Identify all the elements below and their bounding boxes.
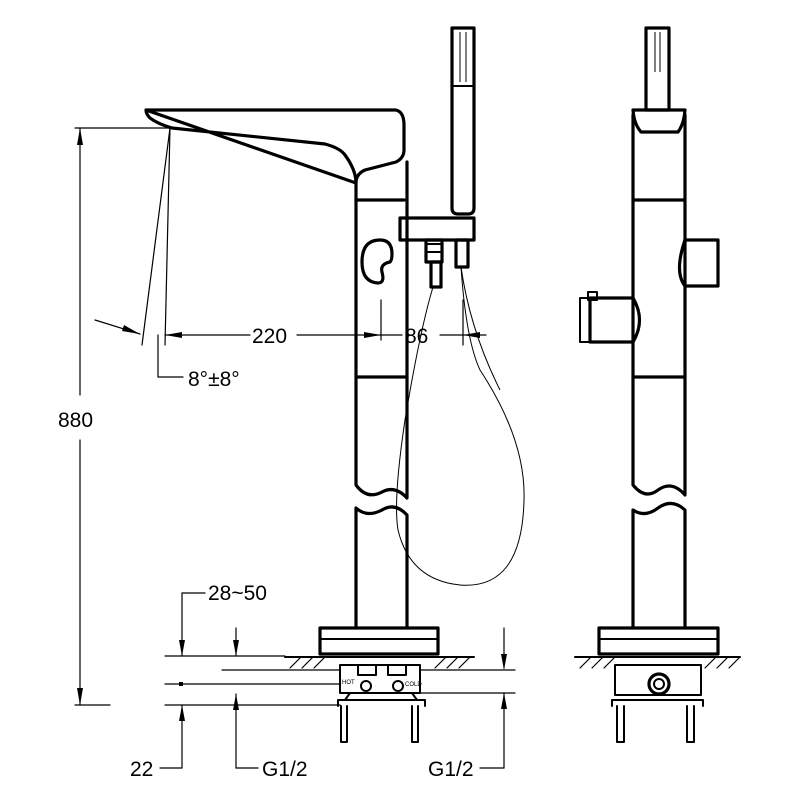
inlet-left-arrow bbox=[233, 694, 239, 710]
hose-connector-left-stem bbox=[429, 260, 443, 289]
angle-arrow bbox=[122, 325, 140, 334]
handshower-holder bbox=[398, 216, 476, 242]
mounting-legs bbox=[337, 699, 426, 743]
floor-hatching bbox=[289, 656, 471, 669]
hand-shower bbox=[450, 26, 476, 216]
front-view: HOT COLD bbox=[144, 26, 525, 743]
connector-ridges bbox=[427, 243, 441, 253]
side-column-upper bbox=[631, 113, 687, 497]
side-spout-head bbox=[631, 108, 687, 134]
inlet-right-arrow-top bbox=[501, 654, 507, 670]
cold-label: COLD bbox=[405, 682, 422, 688]
side-column-lower bbox=[631, 501, 687, 630]
inlet-left-value: G1/2 bbox=[262, 758, 308, 781]
height-arrow-bottom bbox=[77, 688, 83, 705]
spout bbox=[144, 108, 406, 202]
base-point bbox=[179, 682, 183, 686]
height-value: 880 bbox=[58, 409, 93, 432]
base-offset-value: 22 bbox=[130, 758, 153, 781]
base-arrow bbox=[179, 705, 185, 721]
floor-arrow bbox=[179, 640, 185, 656]
dimensions: 880 8°±8° 220 86 28~50 bbox=[58, 127, 516, 781]
inlet-right-arrow bbox=[501, 693, 507, 709]
floor-thickness-value: 28~50 bbox=[208, 582, 267, 605]
base-flange bbox=[318, 626, 440, 656]
side-view bbox=[574, 26, 741, 743]
inlet-right-value: G1/2 bbox=[428, 758, 474, 781]
spout-tilt-ref bbox=[141, 127, 171, 346]
reach-value: 220 bbox=[252, 325, 287, 348]
side-hand-shower bbox=[644, 26, 671, 112]
offset-value: 86 bbox=[405, 325, 428, 348]
offset-arrow bbox=[463, 332, 480, 338]
height-arrow-top bbox=[77, 128, 83, 145]
side-mounting-legs bbox=[611, 699, 704, 743]
hose-inner bbox=[460, 266, 501, 391]
hose bbox=[396, 266, 525, 586]
valve-nut-right bbox=[392, 680, 404, 692]
column-upper bbox=[354, 160, 409, 500]
reach-arrow-right bbox=[364, 332, 381, 338]
valve-port-right bbox=[387, 664, 407, 676]
side-mixer-pin bbox=[587, 291, 598, 301]
side-base-flange bbox=[597, 626, 720, 656]
reach-arrow-left bbox=[165, 332, 182, 338]
angle-value: 8°±8° bbox=[188, 368, 240, 391]
side-floor-hatching bbox=[579, 656, 741, 669]
spout-vertical-ref bbox=[164, 127, 171, 346]
hot-label: HOT bbox=[342, 680, 355, 686]
valve-nut-left bbox=[360, 680, 372, 692]
leg-braces bbox=[344, 692, 418, 701]
side-valve-outlet-inner bbox=[653, 678, 665, 690]
side-diverter-knob bbox=[677, 238, 720, 288]
side-mixer-cap bbox=[579, 297, 591, 343]
side-mixer-lever bbox=[588, 296, 642, 344]
hose-connector-right bbox=[454, 238, 470, 269]
valve-port-left bbox=[357, 664, 377, 676]
column-lower bbox=[354, 505, 409, 630]
valve-body bbox=[339, 664, 421, 694]
inlet-left-arrow-top bbox=[233, 640, 239, 656]
side-valve-outlet bbox=[647, 672, 671, 696]
mixer-knob bbox=[360, 238, 394, 285]
